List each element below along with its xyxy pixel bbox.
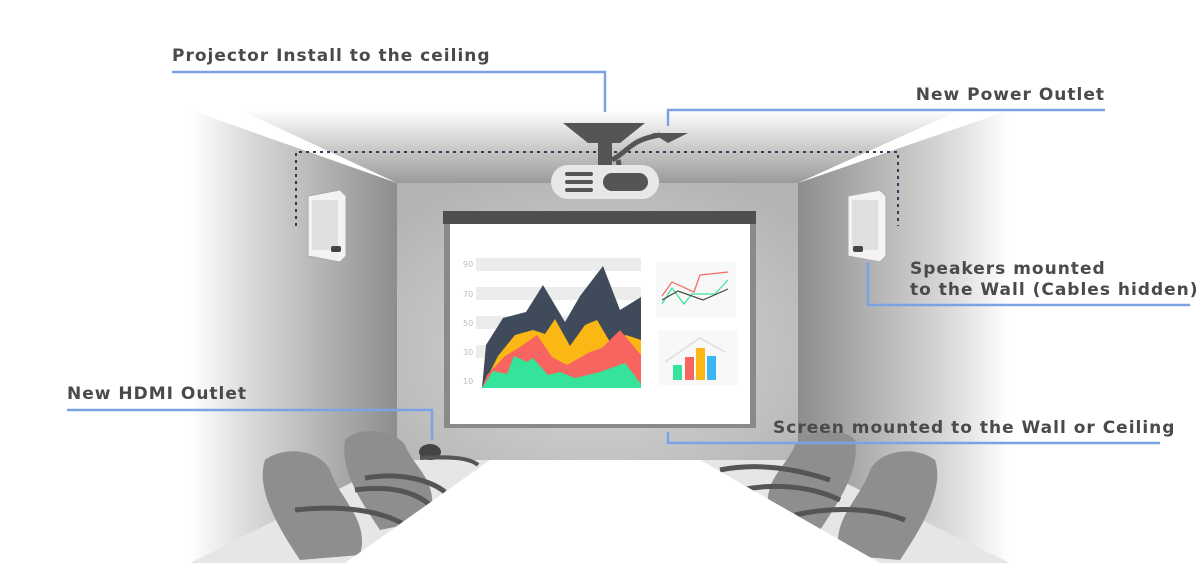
bar-chart [658,330,738,385]
speakers-label-line1: Speakers mounted [910,259,1106,279]
y-tick-70: 70 [463,290,473,299]
projector-icon [551,123,688,199]
right-speaker-icon [847,189,887,263]
conference-table [345,460,880,563]
area-series-green [482,356,641,388]
right-chairs [719,430,938,560]
line-chart [656,262,736,317]
speakers-label-line2: to the Wall (Cables hidden) [910,280,1199,300]
bar-blue [707,356,716,380]
hidden-cable [295,151,899,226]
bar-red [685,357,694,380]
hdmi-label: New HDMI Outlet [67,384,248,404]
area-chart [476,258,641,388]
y-tick-30: 30 [463,348,473,357]
hdmi-cable [419,455,480,467]
speakers-callout-line [866,262,1190,307]
y-tick-10: 10 [463,377,473,386]
projector-label: Projector Install to the ceiling [172,46,491,66]
hdmi-callout-line [67,408,434,440]
screen-label: Screen mounted to the Wall or Ceiling [773,418,1176,438]
screen-callout-line [666,432,1160,445]
y-tick-90: 90 [463,260,473,269]
projector-callout-line [172,70,607,112]
bar-green [673,365,682,380]
power-outlet-label: New Power Outlet [915,85,1105,105]
y-tick-50: 50 [463,319,473,328]
left-chairs [262,430,447,560]
power-outlet-callout-line [666,108,1105,126]
bar-yellow [696,348,705,380]
left-speaker-icon [307,189,347,263]
projection-screen [443,211,756,428]
